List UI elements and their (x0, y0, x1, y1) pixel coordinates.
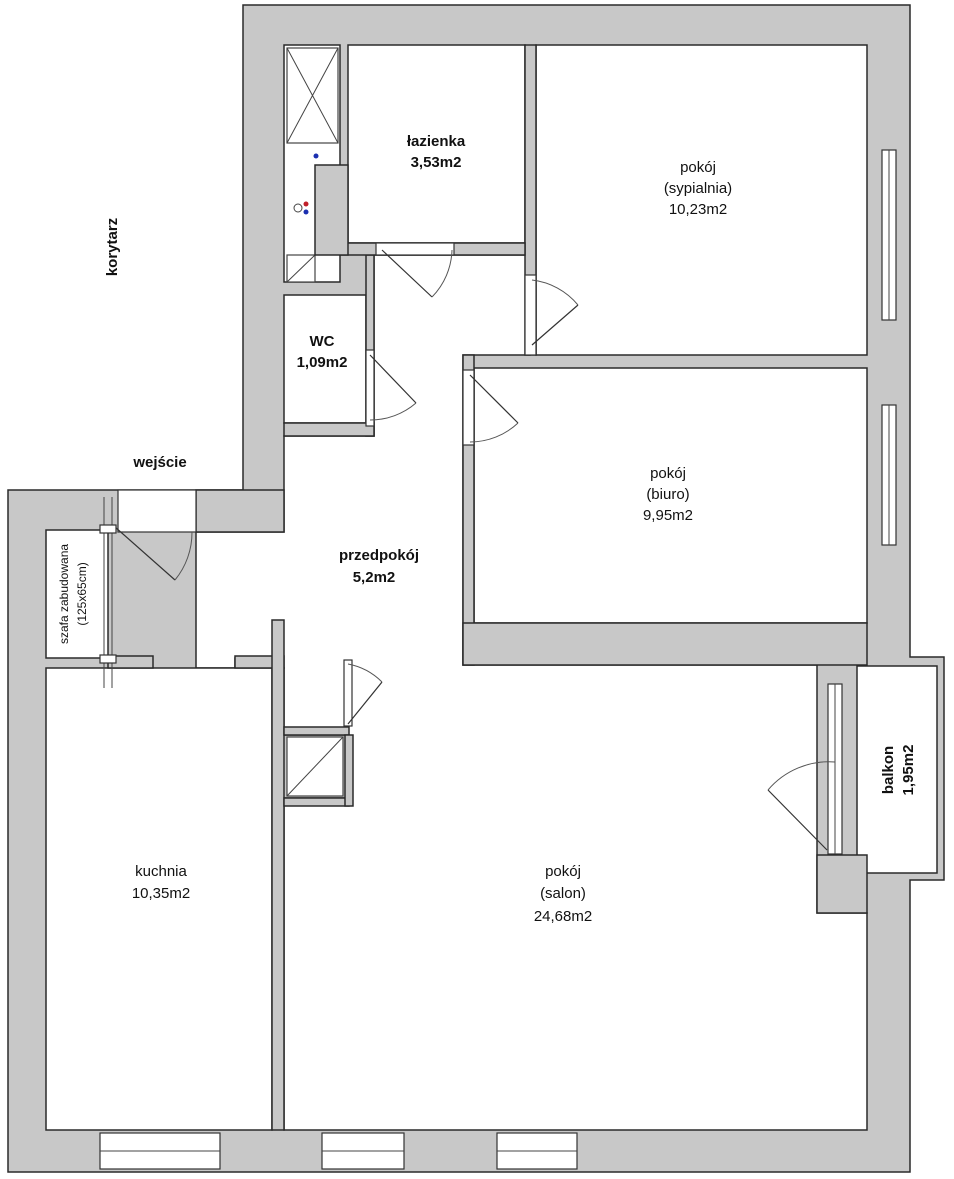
washer-diag (286, 254, 316, 283)
label-szafa-line1: szafa zabudowana (57, 544, 71, 644)
wall-balcony-pier (816, 854, 868, 914)
label-salon-sub: (salon) (540, 885, 586, 902)
window-kuchnia (99, 1132, 221, 1170)
label-przedpokoj-area: 5,2m2 (353, 569, 396, 586)
label-kuchnia-area: 10,35m2 (132, 885, 190, 902)
label-balkon-area: 1,95m2 (900, 745, 917, 796)
room-sypialnia (535, 44, 868, 356)
label-przedpokoj-name: przedpokój (339, 547, 419, 564)
door-entrance (114, 489, 197, 581)
label-lazienka-area: 3,53m2 (411, 154, 462, 171)
wall-wc-bottom (283, 422, 375, 437)
label-lazienka-name: łazienka (407, 133, 466, 150)
wall-cupboard-right (283, 797, 350, 807)
pipe-dot-blue2 (303, 209, 309, 215)
door-sypialnia (524, 274, 579, 356)
window-salon-left (321, 1132, 405, 1170)
window-sypialnia (881, 149, 897, 321)
door-cupboard (343, 659, 383, 727)
room-szafa (45, 529, 109, 659)
room-biuro (473, 367, 868, 624)
label-salon-area: 24,68m2 (534, 908, 592, 925)
wall-cupboard-mid (283, 726, 350, 736)
room-wc (283, 294, 367, 424)
wall-kitchen-right (271, 619, 285, 1131)
door-balkon (767, 761, 836, 851)
label-wc-name: WC (310, 333, 335, 350)
label-korytarz: korytarz (104, 218, 121, 276)
label-wc-area: 1,09m2 (297, 354, 348, 371)
room-kuchnia (45, 667, 273, 1131)
room-lazienka (347, 44, 526, 244)
label-salon-name: pokój (545, 863, 581, 880)
wall-biuro-bottom (462, 622, 868, 666)
label-sypialnia-sub: (sypialnia) (664, 180, 732, 197)
label-kuchnia-name: kuchnia (135, 863, 187, 880)
label-wejscie: wejście (132, 454, 186, 471)
wall-bath-notch (314, 164, 349, 256)
label-balkon-name: balkon (880, 746, 897, 794)
door-lazienka (375, 242, 455, 298)
pipe-dot-blue (313, 153, 319, 159)
room-balkon (856, 665, 938, 874)
label-sypialnia-area: 10,23m2 (669, 201, 727, 218)
drain-icon (293, 203, 303, 213)
label-biuro-name: pokój (650, 465, 686, 482)
window-salon-right (496, 1132, 578, 1170)
door-wc (365, 349, 417, 427)
wardrobe-track (99, 497, 117, 688)
cupboard-diag (286, 736, 344, 797)
label-biuro-area: 9,95m2 (643, 507, 693, 524)
balcony-door-frame (827, 683, 843, 855)
label-sypialnia-name: pokój (680, 159, 716, 176)
label-szafa-line2: (125x65cm) (75, 562, 89, 625)
label-biuro-sub: (biuro) (646, 486, 689, 503)
door-biuro (462, 369, 519, 446)
window-biuro (881, 404, 897, 546)
shower-diag-top (286, 47, 339, 144)
wall-entrance-stub (195, 489, 285, 533)
wall-cupboard-side (344, 734, 354, 807)
pipe-dot-red (303, 201, 309, 207)
